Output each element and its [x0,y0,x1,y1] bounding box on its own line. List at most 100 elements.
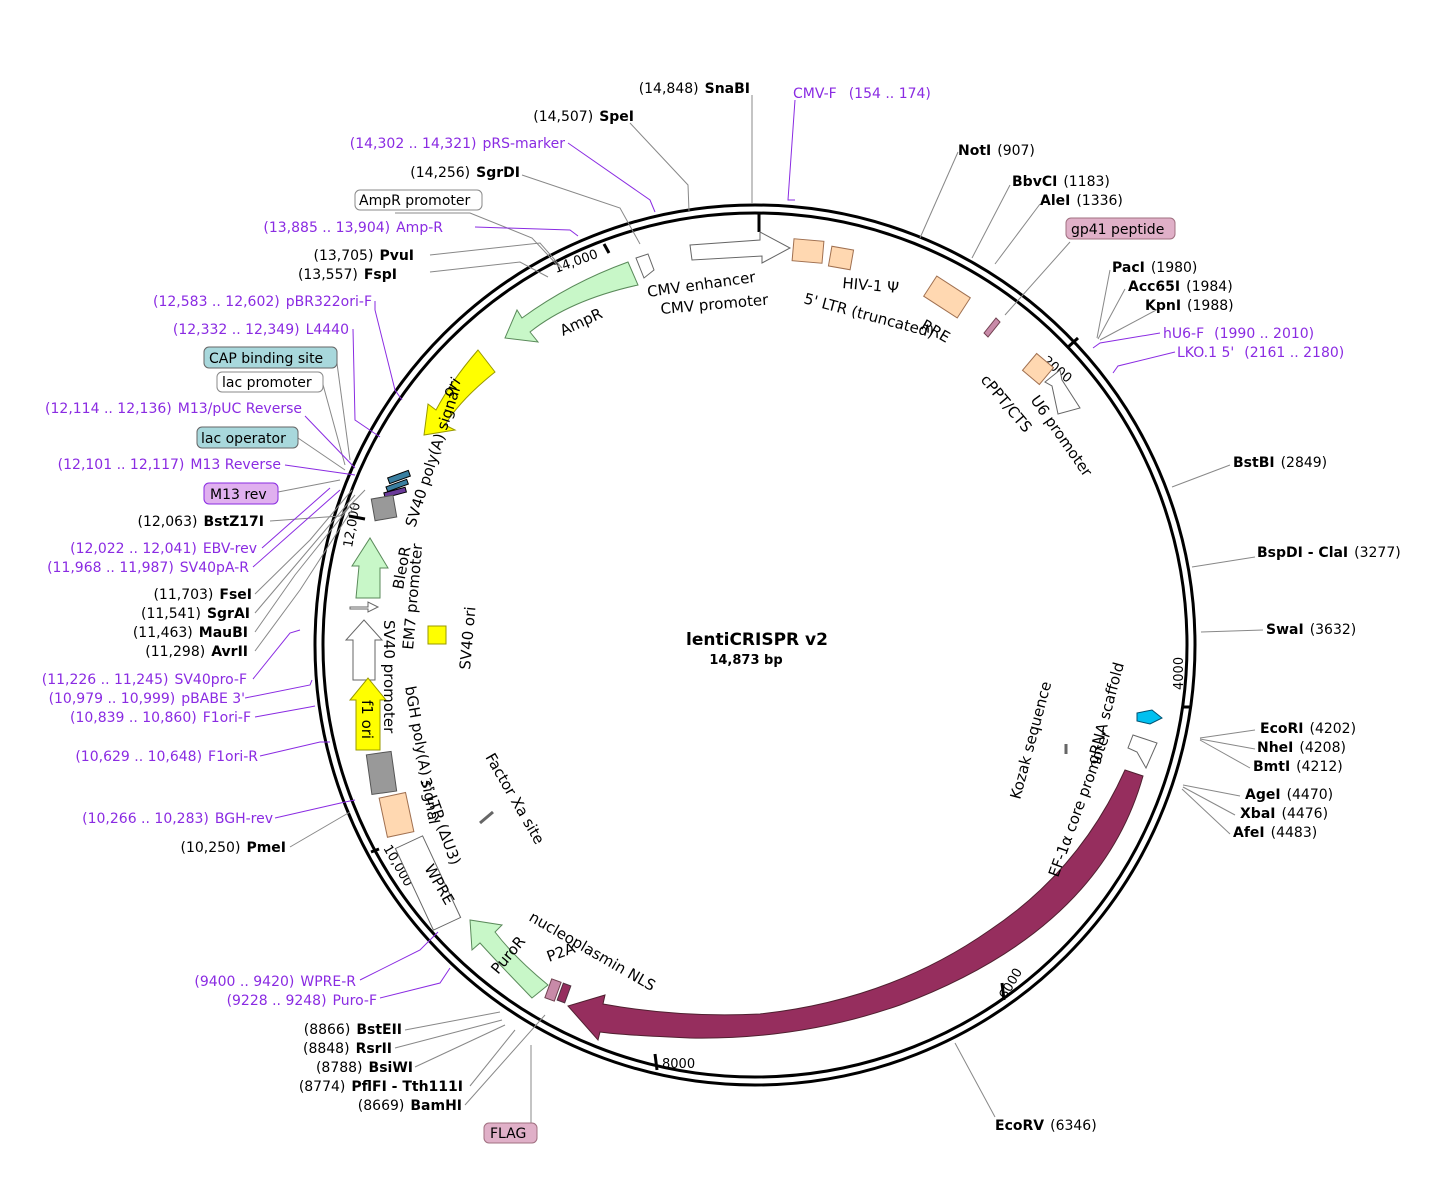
label-factorxa: Factor Xa site [482,750,549,847]
site-noti: NotI(907) [958,143,1035,159]
m13-rev-box [383,486,408,499]
label-hiv1: HIV-1 Ψ [842,274,900,297]
tick-4000: 4000 [1172,657,1187,690]
site-pmei: (10,250)PmeI [181,840,286,856]
primer-cmvf: CMV-F(154 .. 174) [793,86,931,102]
primer-bghrev: (10,266 .. 10,283)BGH-rev [82,811,273,827]
site-bsteii: (8866)BstEII [304,1022,402,1038]
ampr-promoter-arrow [635,253,655,279]
primer-ebvrev: (12,022 .. 12,041)EBV-rev [70,541,257,557]
site-paci: PacI(1980) [1112,260,1197,276]
sv40pa-box [370,494,398,522]
label-sv40pa: SV40 poly(A) signal [402,384,464,529]
primer-wprer: (9400 .. 9420)WPRE-R [194,974,356,990]
site-alei: AleI(1336) [1040,193,1123,209]
site-snabi: (14,848)SnaBI [639,81,750,97]
site-pflfi: (8774)PflFI - Tth111I [299,1079,463,1095]
site-maubi: (11,463)MauBI [133,625,248,641]
tick-marks [348,213,1190,1071]
nls-box [556,982,572,1004]
primer-f1orif: (10,839 .. 10,860)F1ori-F [70,710,251,726]
site-bstz17i: (12,063)BstZ17I [138,514,264,530]
cap-site-box [386,469,412,485]
site-fspi: (13,557)FspI [298,267,397,283]
site-nhei: NheI(4208) [1257,740,1346,756]
box-m13-rev: M13 rev [210,487,267,503]
primer-ampr: (13,885 .. 13,904)Amp-R [263,220,443,236]
boxed-labels: AmpR promoter CAP binding site lac promo… [196,189,1176,1144]
leader-lines [244,95,1264,1123]
label-kozak: Kozak sequence [1006,679,1055,801]
sv40-ori-box [427,625,447,645]
label-sv40ori: SV40 ori [456,606,479,670]
grna-marker [1136,709,1163,725]
primer-lko1: LKO.1 5'(2161 .. 2180) [1177,345,1344,361]
site-sgrdi: (14,256)SgrDI [410,165,520,181]
label-ltr5: 5' LTR (truncated) [802,289,936,341]
sv40-promoter-arrow [344,619,384,681]
tick-8000: 8000 [662,1057,695,1072]
site-xbai: XbaI(4476) [1240,806,1328,822]
box-lac-promoter: lac promoter [222,375,312,391]
primer-pbr322: (12,583 .. 12,602)pBR322ori-F [153,294,372,310]
label-sv40prom: SV40 promoter [380,620,398,734]
plasmid-size: 14,873 bp [709,653,782,668]
site-bspdi: BspDI - ClaI(3277) [1257,545,1401,561]
primer-m13rev: (12,101 .. 12,117)M13 Reverse [58,457,281,473]
bleor-arrow [351,537,389,599]
box-gp41: gp41 peptide [1071,222,1164,238]
box-cap-site: CAP binding site [209,351,323,367]
cas9-arrow [567,769,1144,1042]
box-flag: FLAG [490,1126,526,1142]
cmv-enhancer-arrow [689,231,792,264]
bgh-box [365,750,398,796]
lac-operator-box [385,478,410,493]
site-spei: (14,507)SpeI [533,109,634,125]
site-kpni: KpnI(1988) [1145,298,1234,314]
site-afei: AfeI(4483) [1233,825,1317,841]
site-bamhi: (8669)BamHI [358,1098,462,1114]
site-bmti: BmtI(4212) [1253,759,1343,775]
u6-promoter-arrow [1044,369,1081,415]
site-sgrai: (11,541)SgrAI [141,606,250,622]
center-title: lentiCRISPR v2 14,873 bp [686,630,828,668]
primer-pbabe3: (10,979 .. 10,999)pBABE 3' [49,691,245,707]
backbone [313,203,1197,1087]
wpre-box [394,835,462,931]
site-pvui: (13,705)PvuI [314,248,414,264]
site-fsei: (11,703)FseI [153,587,252,603]
em7-arrow [349,601,380,613]
site-bstbi: BstBI(2849) [1233,455,1327,471]
primer-labels: CMV-F(154 .. 174) (14,302 .. 14,321)pRS-… [42,86,1344,1009]
primer-m13puc: (12,114 .. 12,136)M13/pUC Reverse [45,401,302,417]
box-lac-operator: lac operator [201,431,286,447]
puror-arrow [469,919,549,999]
factor-xa-mark [479,810,494,825]
site-ecori: EcoRI(4202) [1260,721,1356,737]
p2a-box [544,978,562,1002]
f1-ori-arrow [348,677,388,751]
gp41-marker [983,317,1001,338]
site-agei: AgeI(4470) [1245,787,1333,803]
primer-l4440: (12,332 .. 12,349)L4440 [173,322,349,338]
label-cppt: cPPT/CTS [977,371,1036,436]
label-f1ori: f1 ori [358,700,376,739]
rre-box [922,275,972,319]
ori-arrow [423,349,496,436]
site-bsiwi: (8788)BsiWI [316,1060,413,1076]
site-labels-right: NotI(907) BbvCI(1183) AleI(1336) PacI(19… [958,143,1401,1134]
label-rre: RRE [918,316,953,347]
ltr5-box [827,245,855,271]
features [344,231,1163,1042]
site-labels-left: (14,848)SnaBI (14,507)SpeI (14,256)SgrDI… [133,81,750,1114]
primer-prsmarker: (14,302 .. 14,321)pRS-marker [350,136,565,152]
site-avrii: (11,298)AvrII [145,644,248,660]
site-ecorv: EcoRV(6346) [995,1118,1097,1134]
ampr-arrow [504,261,639,343]
primer-hu6f: hU6-F(1990 .. 2010) [1163,326,1314,342]
site-swai: SwaI(3632) [1266,622,1356,638]
primer-purof: (9228 .. 9248)Puro-F [227,993,377,1009]
plasmid-name: lentiCRISPR v2 [686,630,828,650]
box-ampr-promoter: AmpR promoter [359,193,470,209]
